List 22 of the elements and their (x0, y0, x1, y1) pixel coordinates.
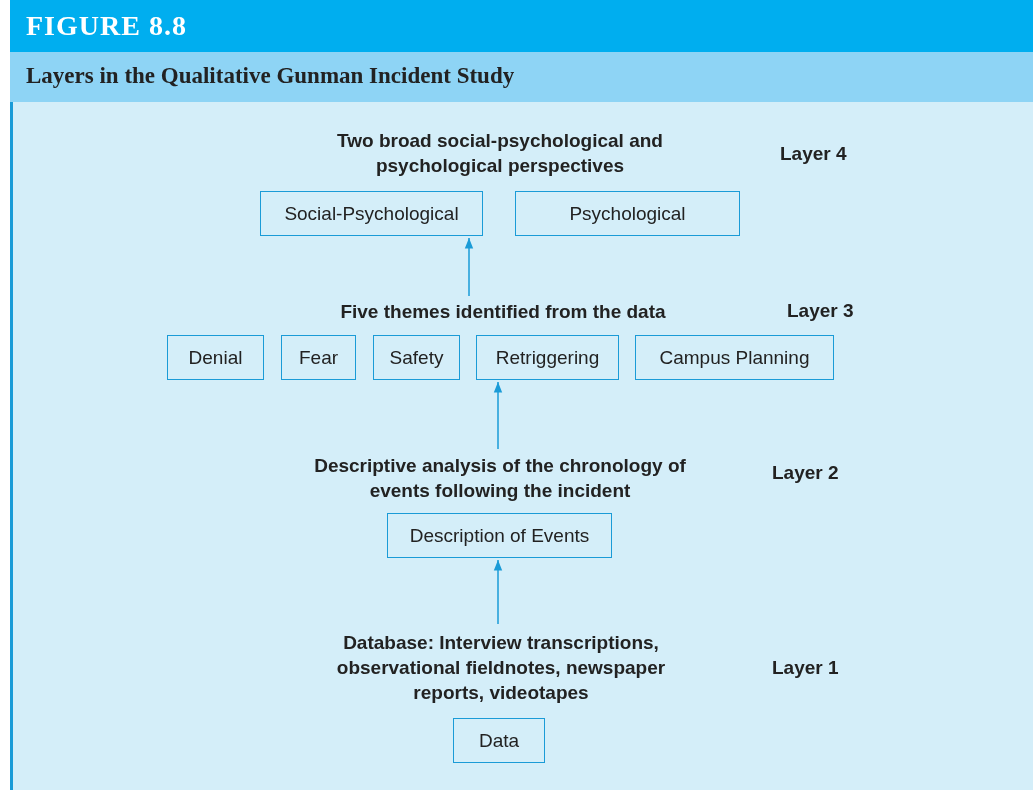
figure-title: FIGURE 8.8 (26, 10, 187, 42)
layer-heading: Five themes identified from the data (290, 298, 716, 324)
layer-heading: Database: Interview transcriptions, observational fieldnotes, newspaper reports, videotapes (311, 626, 691, 708)
process-box: Retriggering (476, 335, 619, 380)
process-box: Data (453, 718, 545, 763)
layer-label: Layer 2 (772, 462, 839, 484)
layer-heading: Two broad social-psychological and psychological perspectives (320, 126, 680, 180)
arrow (464, 237, 474, 297)
process-box: Denial (167, 335, 264, 380)
layer-label: Layer 3 (787, 300, 854, 322)
figure-caption: Layers in the Qualitative Gunman Incident Study (26, 63, 515, 89)
process-box: Safety (373, 335, 460, 380)
layer-label: Layer 4 (780, 143, 847, 165)
process-box: Description of Events (387, 513, 612, 558)
arrow (493, 559, 503, 625)
process-box: Campus Planning (635, 335, 834, 380)
layer-label: Layer 1 (772, 657, 839, 679)
process-box: Psychological (515, 191, 740, 236)
arrow (493, 381, 503, 450)
layer-heading: Descriptive analysis of the chronology of events following the incident (300, 451, 700, 505)
process-box: Fear (281, 335, 356, 380)
process-box: Social-Psychological (260, 191, 483, 236)
